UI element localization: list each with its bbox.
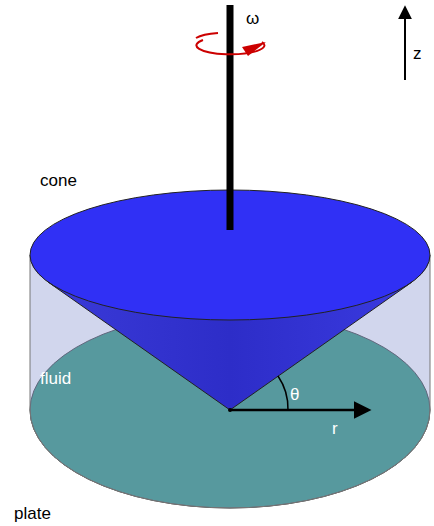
axis-label: z	[413, 45, 422, 62]
part-label: plate	[14, 505, 51, 522]
rotation-arc	[196, 33, 218, 38]
axis-label: r	[332, 420, 338, 437]
r-axis	[230, 409, 368, 412]
cone-edge	[48, 282, 412, 410]
z-axis	[404, 8, 406, 80]
shaft	[227, 5, 234, 230]
part-label: cone	[40, 172, 77, 189]
angle-label: θ	[290, 386, 299, 403]
theta-arc	[278, 376, 288, 410]
rotation-head	[242, 42, 266, 56]
part-label: fluid	[40, 370, 71, 387]
apex	[228, 408, 232, 412]
rotation-label: ω	[246, 10, 259, 27]
